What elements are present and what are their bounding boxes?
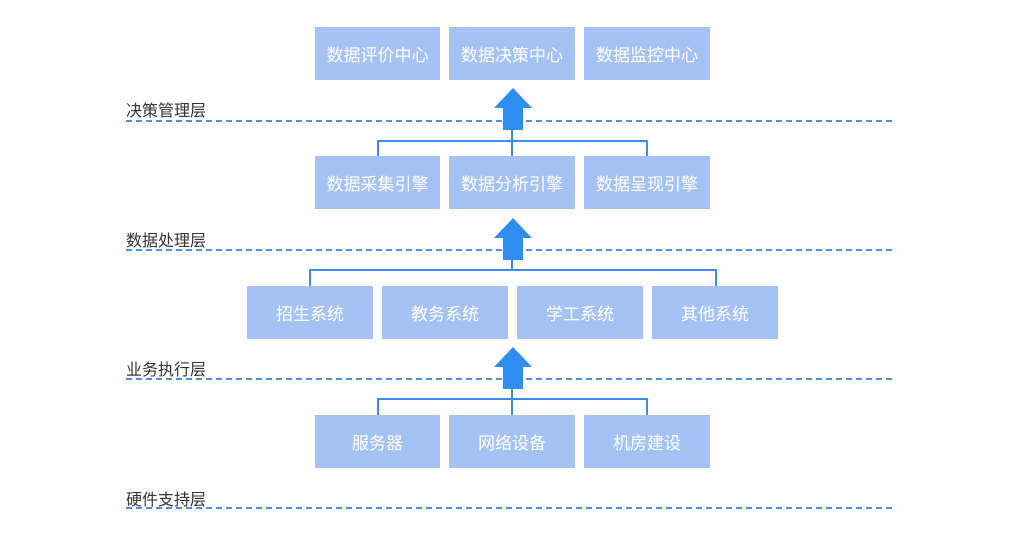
layer-label-decision: 决策管理层 [126, 101, 207, 120]
box-data-evaluation-center: 数据评价中心 [315, 27, 440, 80]
box-data-collection-engine: 数据采集引擎 [315, 156, 440, 209]
connector-v-business-middle [511, 258, 513, 271]
box-data-decision-center: 数据决策中心 [449, 27, 575, 80]
connector-v-business-4 [715, 269, 717, 286]
box-network-equipment: 网络设备 [449, 415, 575, 468]
box-academic-affairs-system: 教务系统 [382, 286, 508, 339]
layer-label-data: 数据处理层 [126, 231, 207, 250]
box-data-monitoring-center: 数据监控中心 [584, 27, 710, 80]
layer-label-business: 业务执行层 [126, 360, 207, 379]
connector-v-data-right [646, 140, 648, 156]
connector-v-data-middle [511, 128, 513, 156]
up-arrow-icon [494, 88, 532, 130]
up-arrow-icon [494, 218, 532, 260]
layer-divider-hardware [126, 507, 892, 509]
box-data-presentation-engine: 数据呈现引擎 [584, 156, 710, 209]
box-student-affairs-system: 学工系统 [517, 286, 643, 339]
connector-v-hardware-right [646, 398, 648, 415]
box-admissions-system: 招生系统 [247, 286, 373, 339]
box-servers: 服务器 [315, 415, 440, 468]
layer-label-hardware: 硬件支持层 [126, 490, 207, 509]
box-other-systems: 其他系统 [652, 286, 778, 339]
box-server-room: 机房建设 [584, 415, 710, 468]
connector-v-data-left [377, 140, 379, 156]
box-data-analysis-engine: 数据分析引擎 [449, 156, 575, 209]
connector-v-hardware-middle [511, 387, 513, 415]
connector-v-business-1 [309, 269, 311, 286]
up-arrow-icon [494, 347, 532, 389]
connector-v-hardware-left [377, 398, 379, 415]
connector-h-business [309, 269, 717, 271]
